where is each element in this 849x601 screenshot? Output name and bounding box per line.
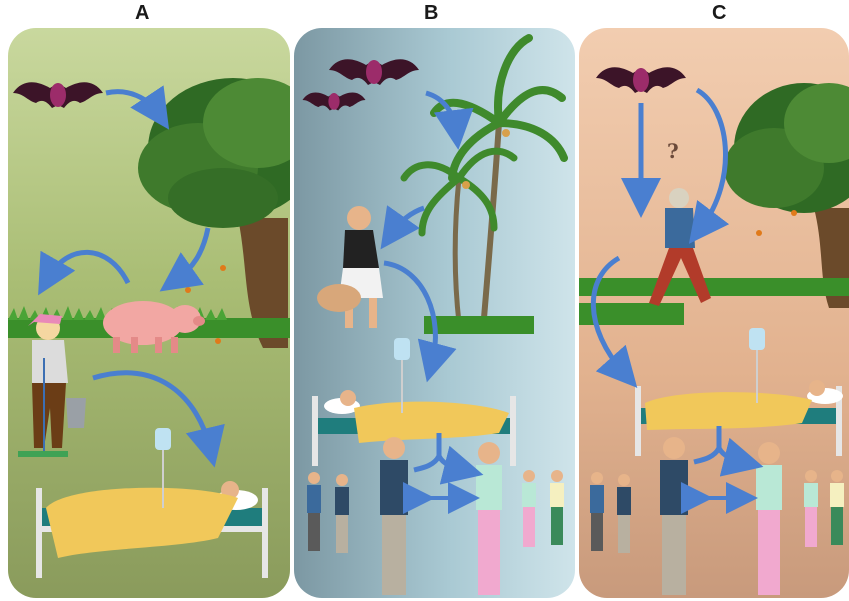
bat-icon [329,59,419,85]
panel-label-a: A [135,2,149,25]
panel-label-b: B [424,2,438,25]
hospital-bed-patient [36,428,268,578]
question-mark: ? [667,139,679,163]
tree-icon [724,83,849,308]
bat-icon [13,82,103,108]
panel-a [8,28,290,598]
people-group [590,437,844,595]
hospital-bed-patient [635,328,843,456]
panel-b [294,28,575,598]
palm-tree-icon [404,38,564,323]
bat-icon [596,67,686,93]
panel-label-c: C [712,2,726,25]
grass-strip [579,278,849,325]
man-with-pot-icon [317,206,383,328]
grass-strip [424,316,534,334]
pig-icon [103,301,205,353]
bat-icon [303,92,366,110]
panel-c: ? [579,28,849,598]
